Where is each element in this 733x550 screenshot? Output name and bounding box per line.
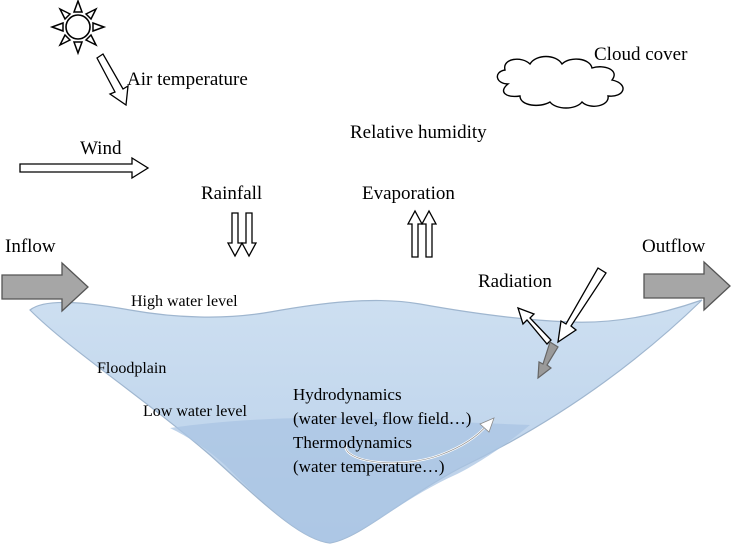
incoming-radiation-arrow bbox=[557, 267, 607, 344]
coupling-curve-outline bbox=[345, 423, 489, 464]
outflow-label: Outflow bbox=[642, 236, 706, 257]
reflected-radiation-arrow bbox=[516, 306, 552, 345]
cloud-cover-label: Cloud cover bbox=[594, 44, 688, 65]
low-water-level-label: Low water level bbox=[143, 403, 247, 420]
radiation-label: Radiation bbox=[478, 271, 552, 292]
hydrodynamics-detail-label: (water level, flow field…) bbox=[293, 409, 472, 428]
thermodynamics-label: Thermodynamics bbox=[293, 433, 412, 452]
floodplain-label: Floodplain bbox=[97, 360, 167, 377]
inflow-label: Inflow bbox=[5, 236, 56, 257]
rainfall-label: Rainfall bbox=[201, 183, 263, 204]
relative-humidity-label: Relative humidity bbox=[350, 122, 487, 143]
water-body-lower bbox=[170, 417, 530, 543]
evaporation-label: Evaporation bbox=[362, 183, 455, 204]
wind-label: Wind bbox=[80, 138, 122, 159]
hydrodynamics-label: Hydrodynamics bbox=[293, 385, 402, 404]
outflow-arrow bbox=[643, 260, 731, 312]
cloud-icon bbox=[496, 55, 624, 109]
inflow-arrow bbox=[1, 261, 89, 313]
wind-arrow bbox=[19, 156, 150, 180]
evaporation-arrows bbox=[406, 209, 438, 258]
sun-icon bbox=[49, 0, 107, 56]
transmitted-radiation-arrow bbox=[537, 341, 559, 380]
rainfall-arrows bbox=[226, 212, 258, 258]
high-water-level-label: High water level bbox=[131, 293, 238, 310]
air-temperature-label: Air temperature bbox=[127, 69, 248, 90]
air-temperature-arrow bbox=[96, 53, 129, 107]
thermodynamics-detail-label: (water temperature…) bbox=[293, 457, 445, 476]
coupling-arrowhead bbox=[479, 417, 495, 433]
